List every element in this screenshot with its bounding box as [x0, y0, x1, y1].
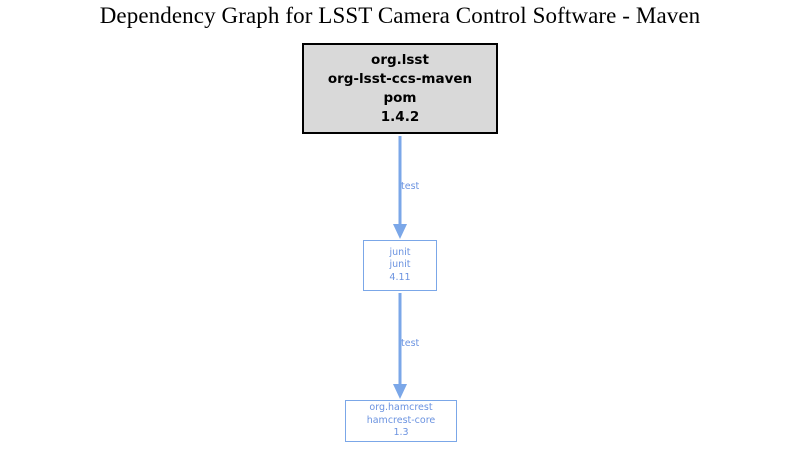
node-packaging: pom	[383, 89, 417, 106]
node-group-id: junit	[389, 246, 411, 258]
graph-node-hamcrest[interactable]: org.hamcrest hamcrest-core 1.3	[345, 400, 457, 442]
graph-node-root[interactable]: org.lsst org-lsst-ccs-maven pom 1.4.2	[302, 43, 498, 134]
arrowhead-icon	[393, 224, 407, 239]
node-group-id: org.lsst	[371, 51, 429, 68]
edge-label-junit-to-hamcrest: test	[401, 338, 420, 349]
node-version: 1.3	[393, 427, 409, 439]
graph-node-junit[interactable]: junit junit 4.11	[363, 240, 437, 291]
page-title: Dependency Graph for LSST Camera Control…	[99, 3, 701, 28]
node-version: 1.4.2	[380, 108, 420, 125]
node-artifact-id: hamcrest-core	[366, 414, 436, 426]
node-version: 4.11	[389, 271, 411, 283]
edge-label-root-to-junit: test	[401, 181, 420, 192]
node-artifact-id: junit	[389, 259, 411, 271]
node-artifact-id: org-lsst-ccs-maven	[327, 70, 473, 87]
arrowhead-icon	[393, 384, 407, 399]
node-group-id: org.hamcrest	[369, 402, 433, 414]
edge-junit-to-hamcrest	[393, 293, 407, 399]
edge-root-to-junit	[393, 136, 407, 239]
